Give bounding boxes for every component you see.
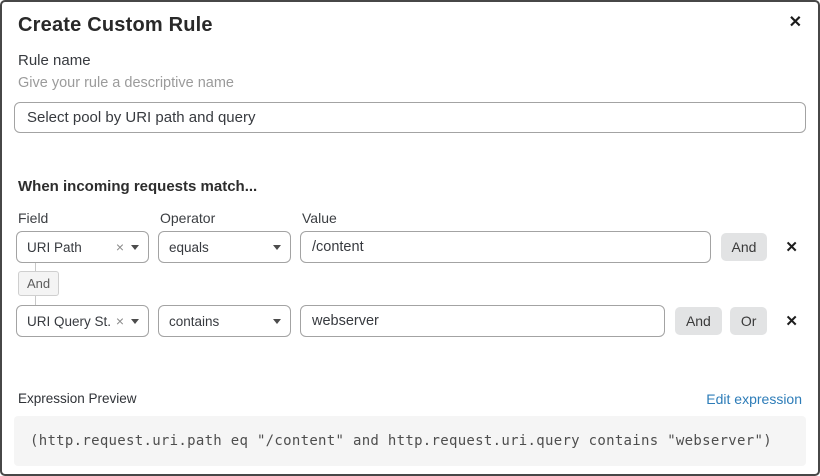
rule-name-label: Rule name — [18, 52, 91, 69]
operator-select-value: contains — [169, 313, 220, 329]
operator-column-label: Operator — [160, 210, 216, 226]
chevron-down-icon — [273, 244, 281, 250]
remove-row-icon[interactable]: ✕ — [785, 239, 798, 256]
clear-field-icon[interactable]: × — [115, 239, 124, 255]
add-or-condition-button[interactable]: Or — [729, 307, 768, 335]
rule-name-section: Rule name Give your rule a descriptive n… — [18, 52, 802, 92]
chevron-down-icon — [131, 318, 139, 324]
expression-code-text: (http.request.uri.path eq "/content" and… — [30, 433, 772, 449]
add-and-condition-button[interactable]: And — [720, 233, 768, 261]
value-column-label: Value — [302, 210, 337, 226]
connector-line — [35, 263, 36, 271]
clear-field-icon[interactable]: × — [115, 313, 124, 329]
dialog-header: Create Custom Rule ✕ — [2, 2, 818, 39]
rule-name-input[interactable] — [14, 102, 806, 133]
field-select-value: URI Path — [27, 239, 82, 255]
remove-row-icon[interactable]: ✕ — [785, 313, 798, 330]
field-select[interactable]: URI Query St... × — [16, 305, 149, 337]
expression-preview-header: Expression Preview Edit expression — [18, 391, 802, 407]
rule-name-helper-text: Give your rule a descriptive name — [18, 75, 234, 91]
field-select[interactable]: URI Path × — [16, 231, 149, 263]
conditions-builder: Field Operator Value URI Path × equals A… — [16, 210, 804, 337]
value-input[interactable] — [300, 231, 711, 263]
condition-row: URI Query St... × contains And Or ✕ — [16, 305, 804, 337]
edit-expression-link[interactable]: Edit expression — [706, 391, 802, 407]
field-column-label: Field — [18, 210, 49, 226]
expression-preview-label: Expression Preview — [18, 391, 137, 406]
condition-column-labels: Field Operator Value — [16, 210, 804, 226]
connector-line — [35, 296, 36, 305]
value-input[interactable] — [300, 305, 665, 337]
close-icon[interactable]: ✕ — [785, 11, 806, 35]
operator-select[interactable]: equals — [158, 231, 291, 263]
operator-select[interactable]: contains — [158, 305, 291, 337]
chevron-down-icon — [131, 244, 139, 250]
match-section-heading: When incoming requests match... — [18, 178, 258, 195]
operator-select-value: equals — [169, 239, 209, 255]
field-select-value: URI Query St... — [27, 313, 112, 329]
expression-code-block: (http.request.uri.path eq "/content" and… — [14, 416, 806, 466]
condition-row: URI Path × equals And ✕ — [16, 231, 804, 263]
add-and-condition-button[interactable]: And — [674, 307, 722, 335]
page-title: Create Custom Rule — [18, 14, 213, 36]
chevron-down-icon — [273, 318, 281, 324]
and-connector-badge: And — [18, 271, 60, 296]
